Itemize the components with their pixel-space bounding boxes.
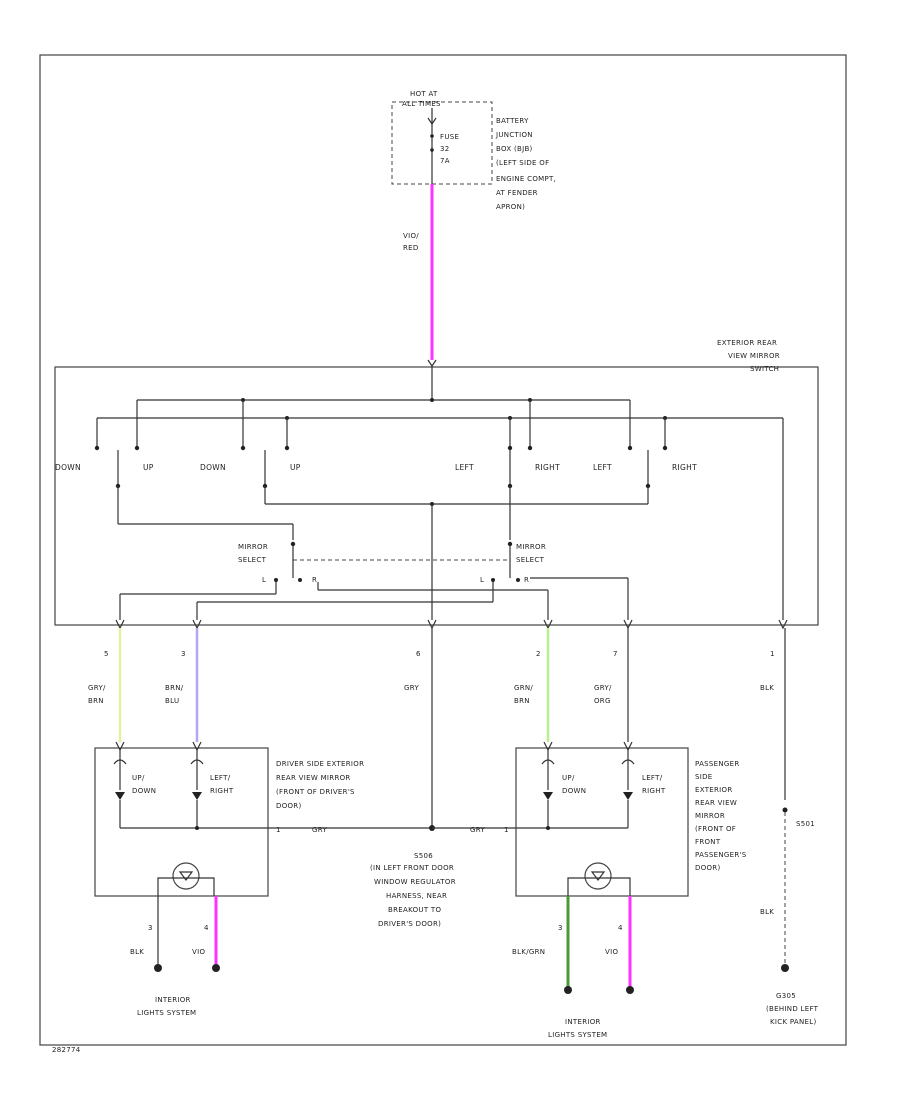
pin-5: 5 [104,650,109,658]
fuse-label: FUSE 32 7A [440,126,463,165]
splice-s506-label: S506 (IN LEFT FRONT DOOR WINDOW REGULATO… [370,845,460,928]
svg-text:BLK/GRN: BLK/GRN [512,948,545,956]
interior-lights-right: INTERIOR LIGHTS SYSTEM [548,1011,607,1039]
splice-s501 [782,807,788,813]
wire-label-brn-blu: BRN/ BLU [165,677,187,705]
fuse-arrow [427,117,437,126]
pin-7: 7 [613,650,618,658]
ground-wire-label: BLK [760,908,774,916]
svg-text:1: 1 [504,826,509,834]
driver-mirror-label: DRIVER SIDE EXTERIOR REAR VIEW MIRROR (F… [276,753,368,810]
pass-motor-updown: UP/ DOWN [562,767,586,795]
switch-connector-pins [115,619,788,630]
driver-mirror-pins [113,741,268,830]
fuse-node [430,134,434,138]
contact-right-1: RIGHT [535,463,560,472]
svg-text:4: 4 [618,924,623,932]
pin-2: 2 [536,650,541,658]
svg-text:1: 1 [276,826,281,834]
svg-text:L: L [480,576,484,584]
contact-left-1: LEFT [455,463,474,472]
wire-label-gry-org: GRY/ ORG [594,677,616,705]
pass-motor-leftright: LEFT/ RIGHT [642,767,666,795]
driver-mirror-box [94,747,269,897]
hot-label: HOT AT ALL TIMES [402,83,442,108]
svg-text:3: 3 [558,924,563,932]
svg-text:L: L [262,576,266,584]
driver-motor-leftright: LEFT/ RIGHT [210,767,234,795]
svg-text:VIO: VIO [605,948,618,956]
wire-label-blk: BLK [760,684,774,692]
footer-code: 282774 [52,1046,81,1054]
svg-text:R: R [524,576,529,584]
contact-left-2: LEFT [593,463,612,472]
svg-text:4: 4 [204,924,209,932]
ground-label: G305 (BEHIND LEFT KICK PANEL) [766,985,822,1026]
switch-label: EXTERIOR REAR VIEW MIRROR SWITCH [717,332,784,373]
wire-label-gry-brn: GRY/ BRN [88,677,110,705]
contact-up-1: UP [143,463,154,472]
svg-text:3: 3 [148,924,153,932]
driver-lamp-icon [172,862,200,890]
pass-gry-label: GRY [470,826,485,834]
bjb-box [391,101,493,185]
contact-right-2: RIGHT [672,463,697,472]
pin-6: 6 [416,650,421,658]
wire-label-grn-brn: GRN/ BRN [514,677,537,705]
contact-up-2: UP [290,463,301,472]
ground-g305 [781,964,789,972]
pin-1: 1 [770,650,775,658]
mirror-select-right: MIRROR SELECT [516,536,550,564]
svg-text:R: R [312,576,317,584]
svg-text:VIO: VIO [192,948,205,956]
splice-s501-label: S501 [796,820,815,828]
passenger-mirror-pins [516,741,635,830]
mirror-select-left: MIRROR SELECT [238,536,272,564]
svg-text:BLK: BLK [130,948,144,956]
passenger-mirror-box [515,747,689,897]
bjb-label: BATTERY JUNCTION BOX (BJB) (LEFT SIDE OF… [495,110,560,211]
wire-label-gry: GRY [404,684,419,692]
driver-motor-updown: UP/ DOWN [132,767,156,795]
interior-lights-left: INTERIOR LIGHTS SYSTEM [137,989,196,1017]
fuse-node-2 [430,148,434,152]
passenger-lamp-icon [584,862,612,890]
passenger-mirror-label: PASSENGER SIDE EXTERIOR REAR VIEW MIRROR… [695,753,751,872]
pin-3: 3 [181,650,186,658]
mirror-switch-box [54,366,819,626]
vio-red-label: VIO/ RED [403,225,423,252]
switch-input-pin [427,359,437,368]
diagram-frame [39,54,847,1046]
contact-group [94,445,668,489]
contact-down-2: DOWN [200,463,226,472]
contact-down-1: DOWN [55,463,81,472]
driver-gry-label: GRY [312,826,327,834]
